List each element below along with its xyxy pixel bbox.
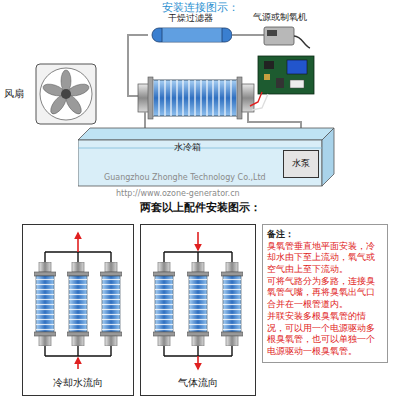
node-label: 气体流向: [141, 377, 255, 389]
watermark: Guangzhou Zhonghe Technology Co.,Ltd: [104, 173, 266, 183]
pump-box: 水泵: [283, 150, 319, 178]
fan-unit: 风扇: [4, 62, 98, 128]
node-label: 水泵: [284, 158, 318, 169]
note-text: 臭氧管垂直地平面安装，冷却水由下至上流动，氧气或空气由上至下流动。: [267, 241, 383, 276]
filter-unit: 干燥过滤器: [148, 13, 232, 45]
note-box: 备注：臭氧管垂直地平面安装，冷却水由下至上流动，氧气或空气由上至下流动。可将气路…: [262, 224, 388, 363]
gas-pipe: [232, 34, 248, 36]
section-heading: 两套以上配件安装图示：: [0, 201, 400, 214]
node-label: 干燥过滤器: [148, 13, 232, 24]
watermark: http://www.ozone-generator.cn: [116, 189, 240, 199]
flow-panel: 气体流向: [140, 224, 256, 396]
note-text: 并联安装多根臭氧管的情况，可以用一个电源驱动多根臭氧管，也可以单独一个电源驱动一…: [267, 311, 383, 358]
node-label: 气源或制氧机: [248, 12, 312, 23]
note-text: 可将气路分为多路，连接臭氧管气嘴，再将臭氧出气口合并在一根管道内。: [267, 276, 383, 311]
page-title: 安装连接图示：: [0, 1, 400, 14]
node-label: 冷却水流向: [23, 377, 133, 389]
node-label: 水冷箱: [174, 142, 214, 153]
flow-panel: 冷却水流向: [22, 224, 134, 396]
node-label: 风扇: [4, 88, 32, 100]
note-heading: 备注：: [267, 229, 383, 241]
air-source: 气源或制氧机: [248, 12, 312, 52]
